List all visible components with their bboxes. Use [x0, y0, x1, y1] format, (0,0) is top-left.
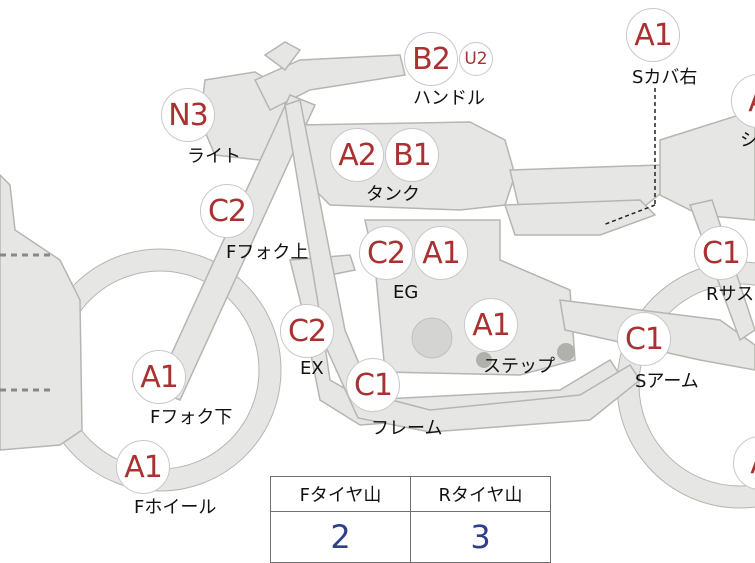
- label-tank: タンク: [366, 184, 420, 205]
- badge-step-a1: A1: [464, 298, 518, 352]
- badge-frame-c1: C1: [346, 358, 400, 412]
- side-cover: [503, 199, 657, 236]
- header-front-tire: Fタイヤ山: [270, 476, 411, 512]
- label-step: ステップ: [483, 356, 555, 377]
- value-rear-tire: 3: [410, 511, 551, 563]
- label-ex: EX: [300, 358, 324, 379]
- label-scover-right: Sカバ右: [632, 67, 698, 88]
- label-handle: ハンドル: [413, 88, 485, 109]
- front-fork: [153, 94, 317, 401]
- tire-tread-table: Fタイヤ山 Rタイヤ山 2 3: [270, 476, 551, 563]
- value-front-tire: 2: [270, 511, 411, 563]
- badge-sarm-c1: C1: [617, 312, 671, 366]
- badge-light-n3: N3: [161, 88, 215, 142]
- label-frame: フレーム: [371, 418, 443, 439]
- label-seat: シ: [740, 130, 755, 151]
- badge-eg-a1: A1: [414, 226, 468, 280]
- badge-ex-c2: C2: [280, 304, 334, 358]
- label-fwheel: Fホイール: [134, 497, 217, 518]
- label-eg: EG: [393, 282, 419, 303]
- badge-scover-a1: A1: [626, 8, 680, 62]
- front-fender: [0, 173, 83, 451]
- badge-eg-c2: C2: [359, 226, 413, 280]
- badge-tank-b1: B1: [385, 128, 439, 182]
- badge-handle-b2: B2: [404, 32, 458, 86]
- label-fork-upper: Fフォク上: [226, 242, 309, 263]
- badge-fork-upper-c2: C2: [200, 184, 254, 238]
- label-rsus: Rサス: [706, 284, 755, 305]
- frame-lower: [284, 99, 642, 433]
- label-light: ライト: [187, 146, 241, 167]
- badge-rsus-c1: C1: [694, 226, 748, 280]
- badge-fork-lower-a1: A1: [132, 350, 186, 404]
- badge-fwheel-a1: A1: [116, 440, 170, 494]
- header-rear-tire: Rタイヤ山: [410, 476, 551, 512]
- badge-tank-a2: A2: [330, 128, 384, 182]
- badge-handle-u2: U2: [459, 42, 493, 76]
- label-fork-lower: Fフォク下: [150, 407, 233, 428]
- label-sarm: Sアーム: [635, 371, 699, 392]
